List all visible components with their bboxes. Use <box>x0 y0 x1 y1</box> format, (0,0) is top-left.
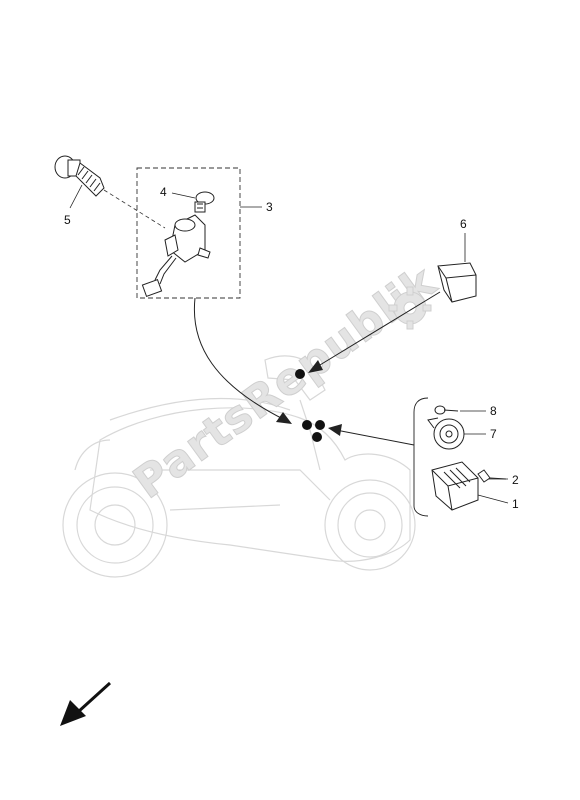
part-6-relay <box>437 262 477 303</box>
callout-2: 2 <box>512 473 519 487</box>
part-7-horn <box>427 417 465 450</box>
arrow-switch-to-location <box>193 297 286 421</box>
callout-5: 5 <box>64 213 71 227</box>
arrowhead-group <box>328 424 342 436</box>
callout-4: 4 <box>160 185 167 199</box>
part-1-regulator <box>431 461 479 511</box>
scooter-outline <box>62 355 416 578</box>
location-dot-c <box>312 432 322 442</box>
part-8-screw <box>434 405 459 415</box>
location-dot-b <box>315 420 325 430</box>
arrowhead-relay <box>308 360 323 373</box>
leader-5-dashed <box>103 189 166 229</box>
svg-text:PartsRepublik: PartsRepublik <box>124 256 446 509</box>
leader-4 <box>171 192 196 199</box>
arrowhead-switch <box>276 412 292 424</box>
main-switch-assembly <box>141 214 211 298</box>
group-bracket-right <box>413 397 429 517</box>
part-2-bolt <box>477 469 507 483</box>
callout-3: 3 <box>266 200 273 214</box>
arrow-relay-to-location <box>314 291 441 369</box>
leader-1 <box>477 494 509 504</box>
callout-8: 8 <box>490 404 497 418</box>
front-direction-arrow-icon <box>60 681 112 726</box>
leader-5 <box>69 184 83 209</box>
location-dot-relay <box>295 369 305 379</box>
location-dot-a <box>302 420 312 430</box>
part-4-key <box>194 191 215 213</box>
callout-1: 1 <box>512 497 519 511</box>
callout-6: 6 <box>460 217 467 231</box>
watermark: PartsRepublik <box>124 255 447 509</box>
group-box-3 <box>136 167 241 299</box>
arrow-group-to-location <box>335 429 415 446</box>
part-5-lock-cylinder <box>54 155 105 197</box>
callout-7: 7 <box>490 427 497 441</box>
gear-icon <box>388 286 432 330</box>
